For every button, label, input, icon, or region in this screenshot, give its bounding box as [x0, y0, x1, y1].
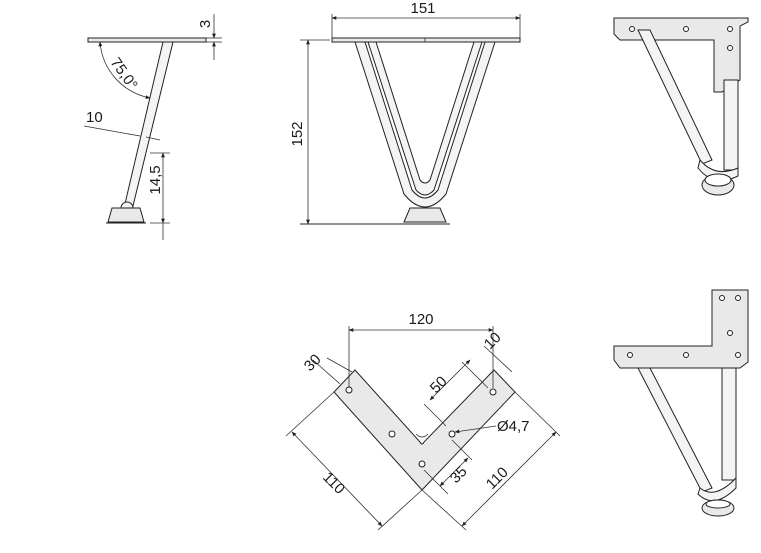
- dim-leader: [454, 425, 497, 434]
- dim-line: [514, 391, 561, 437]
- iso-foot-top: [705, 499, 731, 509]
- iso-bottom-plate: [613, 289, 749, 369]
- front-foot: [403, 207, 447, 223]
- plate-hole: [418, 460, 426, 468]
- iso-rod-bend: [697, 476, 737, 502]
- dim-arrow: [291, 431, 383, 527]
- iso-hole: [629, 26, 635, 32]
- plate-hole-diameter-label: Ø4,7: [497, 418, 530, 435]
- iso-rod-bend: [697, 158, 739, 181]
- iso-hole: [683, 26, 689, 32]
- dim-line: [83, 125, 141, 137]
- dim-arrow: [461, 431, 557, 527]
- iso-rod-front: [637, 367, 713, 493]
- iso-hole: [735, 352, 741, 358]
- plate-hole: [489, 388, 497, 396]
- iso-hole: [683, 352, 689, 358]
- side-rod-diameter-label: 10: [86, 109, 103, 126]
- plate-arm-width-right-label: 10: [481, 329, 505, 353]
- dim-line: [423, 403, 447, 427]
- iso-hole: [735, 295, 741, 301]
- iso-hole: [727, 26, 733, 32]
- plate-notch: [415, 433, 429, 438]
- iso-rod-back: [723, 79, 739, 171]
- front-top-plate: [331, 37, 521, 43]
- plate-hole: [448, 430, 456, 438]
- side-view: 3 75,0° 10 14,5: [83, 14, 222, 240]
- iso-hole: [719, 295, 725, 301]
- iso-view-top: [613, 17, 749, 196]
- dim-arrow: [429, 359, 471, 401]
- dim-line: [326, 357, 353, 373]
- iso-foot-top: [704, 173, 732, 187]
- front-width-label: 151: [410, 0, 435, 17]
- dim-line: [421, 489, 467, 531]
- dim-line: [285, 391, 335, 437]
- plate-center-offset-label: 35: [447, 463, 471, 487]
- plate-arm-width-left-label: 30: [301, 351, 325, 375]
- front-height-label: 152: [289, 121, 306, 146]
- angle-arc: [98, 41, 151, 100]
- plate-length-left-label: 110: [319, 469, 348, 498]
- dim-line: [312, 359, 341, 385]
- plate-hole: [388, 430, 396, 438]
- side-thickness-label: 3: [197, 20, 214, 28]
- iso-hole: [727, 45, 733, 51]
- plate-span-label: 120: [408, 311, 433, 328]
- plate-hole-offset-label: 50: [427, 373, 451, 397]
- iso-hole: [727, 330, 733, 336]
- dim-line: [145, 136, 161, 141]
- iso-view-bottom: [613, 289, 749, 517]
- side-foot-height-label: 14,5: [147, 165, 164, 194]
- iso-rod-back: [721, 367, 737, 481]
- front-view: 151 152: [289, 0, 521, 225]
- front-rod-left: [354, 41, 496, 208]
- dim-line: [483, 345, 513, 373]
- side-foot: [107, 207, 145, 223]
- front-rod-inner: [367, 41, 483, 196]
- plate-view: 120 30 10 50 Ø4,7 35 110 110: [285, 311, 561, 531]
- iso-hole: [627, 352, 633, 358]
- dim-line: [423, 469, 449, 495]
- side-top-plate: [87, 37, 207, 43]
- dim-line: [377, 489, 423, 531]
- plate-length-right-label: 110: [483, 464, 512, 493]
- iso-rod-front: [637, 29, 713, 165]
- dim-line: [461, 361, 489, 389]
